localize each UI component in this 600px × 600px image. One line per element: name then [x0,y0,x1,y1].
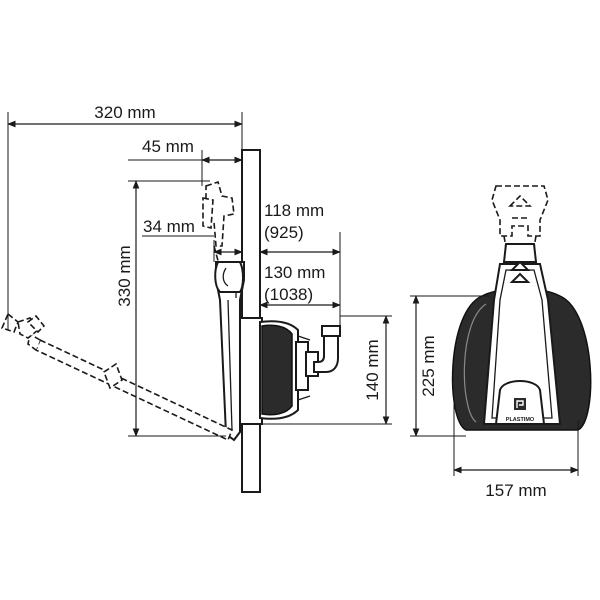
dim-label-45: 45 mm [142,137,194,156]
brand-logo-text: PLASTIMO [506,417,535,423]
dim-depth-a: 118 mm (925) [259,201,341,326]
dim-body-height: 140 mm [262,315,392,425]
dim-label-330: 330 mm [115,245,134,306]
dim-label-157: 157 mm [485,481,546,500]
dim-label-225: 225 mm [419,335,438,396]
dim-label-320: 320 mm [94,103,155,122]
dim-label-1038: (1038) [264,285,313,304]
dome-highlight [463,303,487,423]
dim-depth-b: 130 mm (1038) [259,263,341,309]
handle-raised-position [202,180,235,269]
dim-overall-width: 320 mm [7,103,243,330]
dim-label-130: 130 mm [264,263,325,282]
dim-label-140: 140 mm [363,339,382,400]
front-handle [482,243,562,425]
pump-body [239,317,341,425]
dim-handle-offset: 45 mm [128,137,243,186]
dim-overall-height: 330 mm [115,180,226,437]
dim-label-34: 34 mm [143,217,195,236]
dim-label-118: 118 mm [264,201,324,220]
dim-front-width: 157 mm [453,400,579,500]
dim-front-height: 225 mm [410,295,490,437]
front-handle-raised [491,185,549,261]
pump-lever [214,261,245,442]
front-view: PLASTIMO 225 mm 157 mm [410,185,592,500]
side-view: 320 mm 45 mm 34 mm 118 mm (925) 130 [0,103,392,493]
dim-base-offset: 34 mm [142,217,243,262]
dim-label-925: (925) [264,223,304,242]
brand-logo-mark [514,398,526,410]
handle-lowered-position [0,312,234,442]
